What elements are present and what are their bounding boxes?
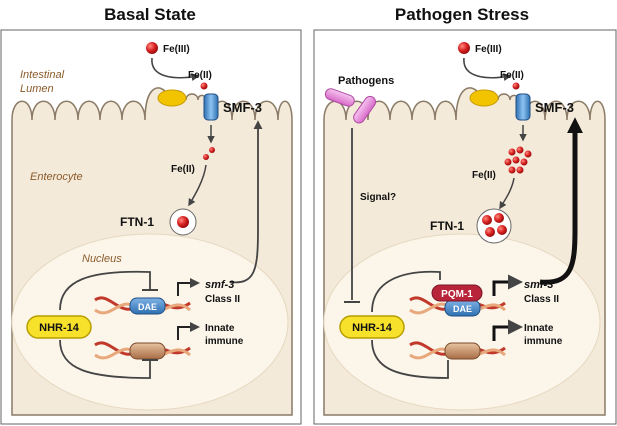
smf3-transporter-icon: [203, 93, 219, 121]
promoter-arrow-active: [492, 274, 523, 296]
dna-class2: [409, 274, 523, 317]
nhr14-factor: [26, 315, 92, 339]
fe3-ion: [458, 42, 470, 54]
ferric-reductase: [469, 89, 499, 107]
nucleus-label: Nucleus: [82, 253, 122, 265]
dae-element: [129, 297, 166, 315]
fe2-label-mid: Fe(II): [171, 164, 195, 175]
pathogens-label: Pathogens: [338, 75, 394, 87]
panel-title: Pathogen Stress: [395, 5, 529, 24]
nucleus: [11, 233, 289, 411]
promoter-arrow: [177, 322, 200, 340]
lumen-label-2: Lumen: [20, 83, 54, 95]
promoter-arrow-active: [492, 319, 523, 341]
smf3-expression-arrow: [229, 120, 263, 284]
smf3-gene-label: smf-3: [524, 279, 553, 291]
dna-class2: [94, 278, 200, 315]
immune-label: immune: [205, 336, 244, 347]
pathogen-icon: [324, 88, 355, 107]
fe2-cluster: [504, 146, 532, 174]
nhr14-repression-immune: [59, 339, 151, 379]
fe-reduction-arrow: [463, 57, 512, 82]
fe-reduction-arrow: [151, 57, 200, 82]
pqm1-factor: [431, 284, 483, 302]
class2-label: Class II: [524, 294, 559, 305]
innate-label: Innate: [524, 323, 554, 334]
panel-pathogen-stress: Pathogen Stress Pathogens Fe(III) Fe(II)…: [313, 5, 617, 425]
immune-label: immune: [524, 336, 563, 347]
smf3-expression-arrow-strong: [539, 117, 584, 285]
fe2-label-top: Fe(II): [500, 70, 524, 81]
fe2-ion: [200, 82, 208, 90]
promoter-arrow: [177, 278, 200, 296]
dae-label: DAE: [138, 302, 157, 312]
nhr14-label: NHR-14: [39, 322, 80, 334]
nhr14-repression-class2: [59, 270, 151, 311]
iron-ion: [177, 216, 189, 228]
smf3-protein-label: SMF-3: [535, 100, 574, 115]
regulatory-element: [129, 342, 166, 360]
fe2-ion: [203, 154, 209, 160]
storage-arrow: [499, 177, 515, 210]
fe3-label: Fe(III): [475, 44, 502, 55]
nhr14-factor: [339, 315, 405, 339]
nhr14-link-class2: [371, 270, 441, 313]
ferric-reductase: [157, 89, 187, 107]
fe3-label: Fe(III): [163, 44, 190, 55]
lumen-label-1: Intestinal: [20, 69, 65, 81]
smf3-protein-label: SMF-3: [223, 100, 262, 115]
regulatory-element: [444, 342, 481, 360]
stored-iron: [482, 213, 507, 237]
nhr14-link-immune: [371, 339, 449, 379]
pqm1-label: PQM-1: [441, 289, 473, 300]
class2-label: Class II: [205, 294, 240, 305]
smf3-gene-label: smf-3: [205, 279, 234, 291]
nhr14-label: NHR-14: [352, 322, 393, 334]
fe2-label-mid: Fe(II): [472, 170, 496, 181]
ftn1-vesicle: [476, 208, 512, 244]
innate-label: Innate: [205, 323, 235, 334]
signal-label: Signal?: [360, 192, 396, 203]
panel-title: Basal State: [104, 5, 196, 24]
enterocyte-label: Enterocyte: [30, 171, 83, 183]
dna-innate-immune: [409, 319, 523, 360]
panel-basal-state: Basal State Intestinal Lumen Fe(III) Fe(…: [0, 5, 302, 425]
smf3-transporter-icon: [515, 93, 531, 121]
fe2-ion: [209, 147, 215, 153]
ftn1-label: FTN-1: [430, 219, 464, 233]
fe3-ion: [146, 42, 158, 54]
dna-innate-immune: [94, 322, 200, 360]
ftn1-label: FTN-1: [120, 215, 154, 229]
dae-label: DAE: [453, 304, 472, 314]
fe2-ion: [512, 82, 520, 90]
fe2-label-top: Fe(II): [188, 70, 212, 81]
storage-arrow: [188, 164, 207, 207]
pathogen-icon: [353, 95, 377, 124]
